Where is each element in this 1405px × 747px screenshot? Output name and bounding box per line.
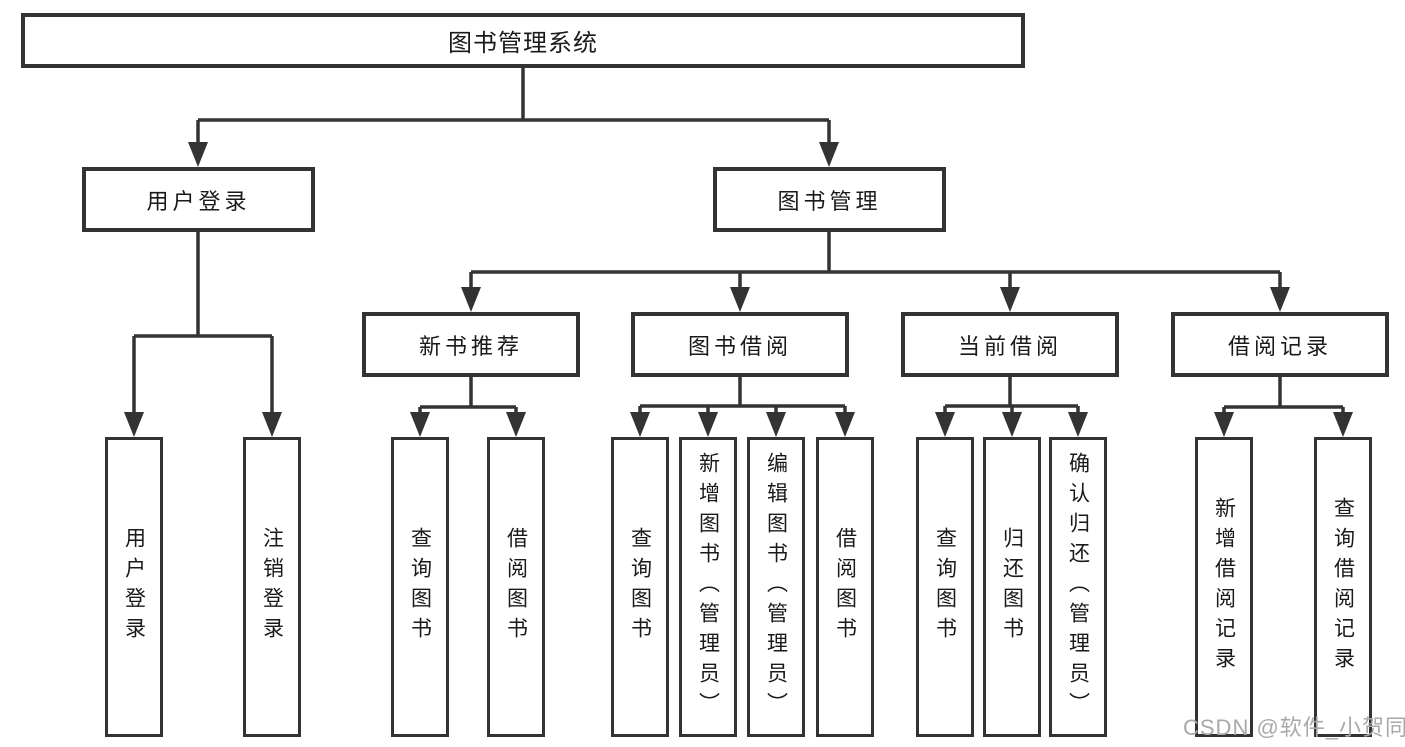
node-borrow-records-label: 借阅记录 [1227, 333, 1332, 359]
leaf-query-books-borrow-label: 查询图书 [628, 527, 652, 647]
connector-book-borrow-to-leaves [630, 377, 855, 437]
leaf-return-books: 归还图书 [983, 437, 1041, 737]
arrowhead [630, 412, 650, 437]
leaf-borrow-books-recommend: 借阅图书 [487, 437, 545, 737]
arrowhead [124, 412, 144, 437]
node-current-borrow: 当前借阅 [901, 312, 1119, 377]
node-new-book-recommend: 新书推荐 [362, 312, 580, 377]
leaf-confirm-return-admin: 确认归还（管理员） [1049, 437, 1107, 737]
leaf-query-borrow-record: 查询借阅记录 [1314, 437, 1372, 737]
node-user-login-label: 用户登录 [146, 188, 251, 214]
node-book-borrow-label: 图书借阅 [687, 333, 792, 359]
node-current-borrow-label: 当前借阅 [957, 333, 1062, 359]
arrowhead [730, 287, 750, 312]
leaf-add-books-admin-label: 新增图书（管理员） [696, 452, 720, 722]
leaf-borrow-books-label: 借阅图书 [833, 527, 857, 647]
node-new-book-recommend-label: 新书推荐 [418, 333, 523, 359]
watermark: CSDN @软件_小贺同学 [1183, 715, 1405, 740]
leaf-query-books-recommend-label: 查询图书 [408, 527, 432, 647]
node-book-management-label: 图书管理 [777, 188, 882, 214]
connector-new-book-to-leaves [410, 377, 526, 437]
connector-book-management-to-level3 [461, 232, 1290, 312]
node-borrow-records: 借阅记录 [1171, 312, 1389, 377]
arrowhead [262, 412, 282, 437]
arrowhead [835, 412, 855, 437]
leaf-query-books-current-label: 查询图书 [933, 527, 957, 647]
leaf-borrow-books: 借阅图书 [816, 437, 874, 737]
leaf-add-borrow-record-label: 新增借阅记录 [1212, 497, 1236, 677]
leaf-return-books-label: 归还图书 [1000, 527, 1024, 647]
arrowhead [461, 287, 481, 312]
leaf-add-books-admin: 新增图书（管理员） [679, 437, 737, 737]
leaf-user-login-label: 用户登录 [122, 527, 146, 647]
arrowhead [188, 142, 208, 167]
arrowhead [1002, 412, 1022, 437]
leaf-edit-books-admin: 编辑图书（管理员） [747, 437, 805, 737]
node-book-management: 图书管理 [713, 167, 946, 232]
node-book-borrow: 图书借阅 [631, 312, 849, 377]
leaf-query-borrow-record-label: 查询借阅记录 [1331, 497, 1355, 677]
leaf-query-books-recommend: 查询图书 [391, 437, 449, 737]
leaf-confirm-return-admin-label: 确认归还（管理员） [1066, 452, 1090, 722]
node-root-label: 图书管理系统 [448, 30, 598, 57]
arrowhead [1270, 287, 1290, 312]
arrowhead [766, 412, 786, 437]
leaf-user-login: 用户登录 [105, 437, 163, 737]
arrowhead [506, 412, 526, 437]
arrowhead [1333, 412, 1353, 437]
node-root: 图书管理系统 [21, 13, 1025, 68]
arrowhead [1000, 287, 1020, 312]
arrowhead [935, 412, 955, 437]
arrowhead [698, 412, 718, 437]
connector-borrow-records-to-leaves [1214, 377, 1353, 437]
connector-root-to-level2 [188, 68, 839, 167]
connector-current-borrow-to-leaves [935, 377, 1088, 437]
leaf-query-books-borrow: 查询图书 [611, 437, 669, 737]
leaf-logout: 注销登录 [243, 437, 301, 737]
leaf-logout-label: 注销登录 [260, 527, 284, 647]
arrowhead [1068, 412, 1088, 437]
node-user-login: 用户登录 [82, 167, 315, 232]
leaf-borrow-books-recommend-label: 借阅图书 [504, 527, 528, 647]
leaf-add-borrow-record: 新增借阅记录 [1195, 437, 1253, 737]
leaf-query-books-current: 查询图书 [916, 437, 974, 737]
connector-user-login-to-leaves [124, 232, 282, 437]
arrowhead [1214, 412, 1234, 437]
arrowhead [410, 412, 430, 437]
arrowhead [819, 142, 839, 167]
leaf-edit-books-admin-label: 编辑图书（管理员） [764, 452, 788, 722]
